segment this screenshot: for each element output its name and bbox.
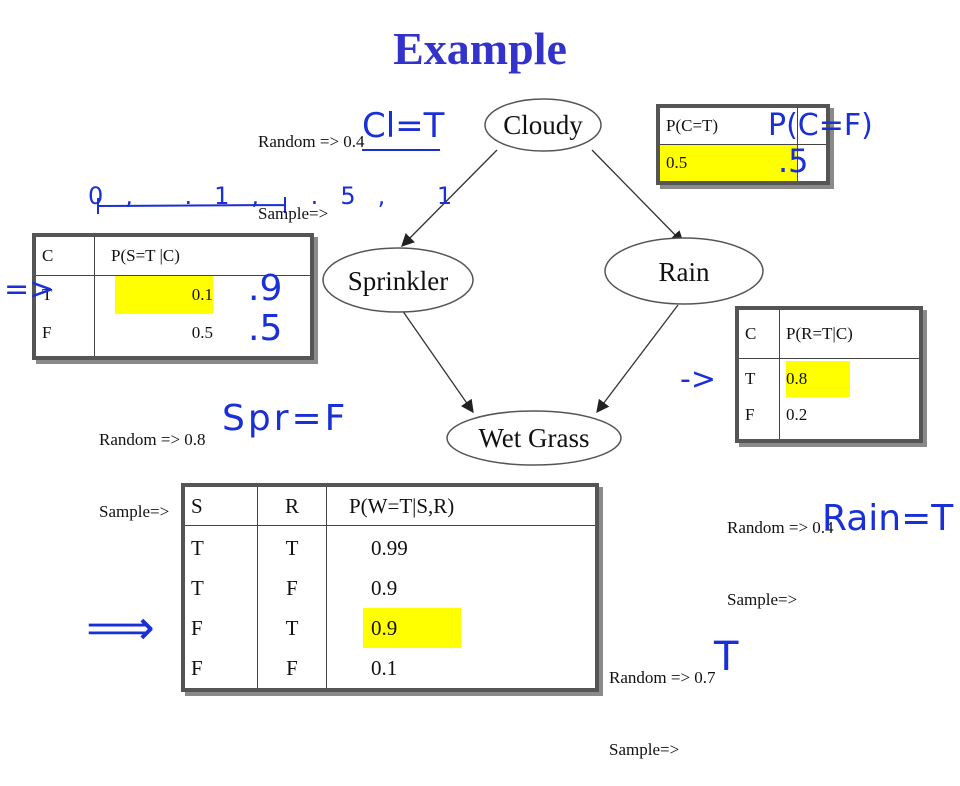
ink-rain-arrow: -> bbox=[680, 362, 716, 397]
ink-sprinkler-sample: Spr=F bbox=[222, 398, 349, 439]
ink-wetgrass-sample: T bbox=[714, 634, 739, 680]
rain-sample-label: Sample=> bbox=[727, 590, 798, 609]
cloudy-cpt-value: 0.5 bbox=[658, 144, 798, 183]
node-cloudy bbox=[484, 98, 602, 152]
node-sprinkler bbox=[322, 247, 474, 313]
ink-wetgrass-arrow: ⟹ bbox=[86, 600, 155, 656]
wetgrass-value-tt: 0.99 bbox=[371, 536, 408, 560]
node-wet-grass-label: Wet Grass bbox=[478, 423, 589, 453]
ink-cloudy-header: P(C=F) bbox=[768, 108, 873, 143]
sprinkler-cpt-value-t: 0.1 bbox=[115, 276, 213, 314]
wetgrass-cpt-col-p: 0.99 0.9 0.9 0.1 bbox=[326, 525, 597, 690]
sprinkler-random: Random => 0.8 bbox=[99, 430, 206, 449]
cloudy-sample-note: Random => 0.4 Sample=> bbox=[258, 82, 365, 250]
rain-cpt-header-c: C bbox=[745, 324, 757, 343]
rain-random: Random => 0.4 bbox=[727, 518, 834, 537]
edge-cloudy-rain bbox=[591, 149, 684, 244]
edge-sprinkler-wetgrass bbox=[401, 309, 474, 414]
sprinkler-cpt-value-f: 0.5 bbox=[191, 323, 213, 342]
sprinkler-cpt-values: 0.1 0.5 bbox=[94, 275, 312, 358]
cloudy-random: Random => 0.4 bbox=[258, 132, 365, 151]
wetgrass-value-ff: 0.1 bbox=[371, 656, 398, 680]
rain-cpt-value-f: 0.2 bbox=[786, 405, 808, 424]
rain-sample-note: Random => 0.4 Sample=> bbox=[727, 468, 834, 636]
ink-sprinkler-value-f: .5 bbox=[248, 308, 283, 349]
ink-cloudy-value: .5 bbox=[778, 142, 809, 180]
node-sprinkler-label: Sprinkler bbox=[348, 266, 449, 296]
cloudy-sample-label: Sample=> bbox=[258, 204, 329, 223]
wetgrass-sample-note: Random => 0.7 Sample=> bbox=[609, 618, 716, 786]
rain-cpt-value-t: 0.8 bbox=[786, 361, 850, 397]
edge-rain-wetgrass bbox=[596, 304, 679, 414]
ink-sprinkler-arrow: => bbox=[4, 272, 55, 307]
ink-sprinkler-value-t: .9 bbox=[248, 268, 283, 309]
wetgrass-cpt-header-p: P(W=T|S,R) bbox=[326, 485, 597, 526]
wetgrass-value-ft: 0.9 bbox=[363, 608, 461, 648]
cloudy-cpt: P(C=T) 0.5 bbox=[656, 104, 830, 185]
sprinkler-sample-note: Random => 0.8 Sample=> bbox=[99, 380, 206, 548]
rain-cpt-values: 0.8 0.2 bbox=[779, 358, 921, 441]
wetgrass-sample-label: Sample=> bbox=[609, 740, 680, 759]
ink-sprinkler-scale: 0, .1, .5, 1 bbox=[88, 182, 475, 210]
node-rain bbox=[604, 237, 764, 305]
node-wet-grass bbox=[446, 410, 622, 466]
sprinkler-cpt-header-p: P(S=T |C) bbox=[94, 235, 312, 276]
cloudy-cpt-header: P(C=T) bbox=[666, 116, 719, 135]
ink-cloudy-sample: Cl=T bbox=[362, 106, 445, 146]
wetgrass-cpt-header-s: S bbox=[191, 493, 203, 518]
wetgrass-value-tf: 0.9 bbox=[371, 576, 398, 600]
wetgrass-cpt-header-r: R bbox=[257, 485, 327, 526]
sprinkler-sample-label: Sample=> bbox=[99, 502, 170, 521]
edge-cloudy-sprinkler bbox=[401, 149, 498, 247]
ink-number-line bbox=[97, 197, 286, 214]
rain-cpt-header-p: P(R=T|C) bbox=[779, 308, 921, 359]
node-cloudy-label: Cloudy bbox=[503, 110, 583, 140]
bayes-network-graph: Cloudy Sprinkler Rain Wet Grass bbox=[97, 98, 855, 466]
wetgrass-random: Random => 0.7 bbox=[609, 668, 716, 687]
node-rain-label: Rain bbox=[659, 257, 710, 287]
sprinkler-cpt-header-c: C bbox=[42, 246, 54, 265]
slide-title: Example bbox=[393, 23, 567, 74]
ink-rain-sample: Rain=T bbox=[822, 498, 954, 539]
